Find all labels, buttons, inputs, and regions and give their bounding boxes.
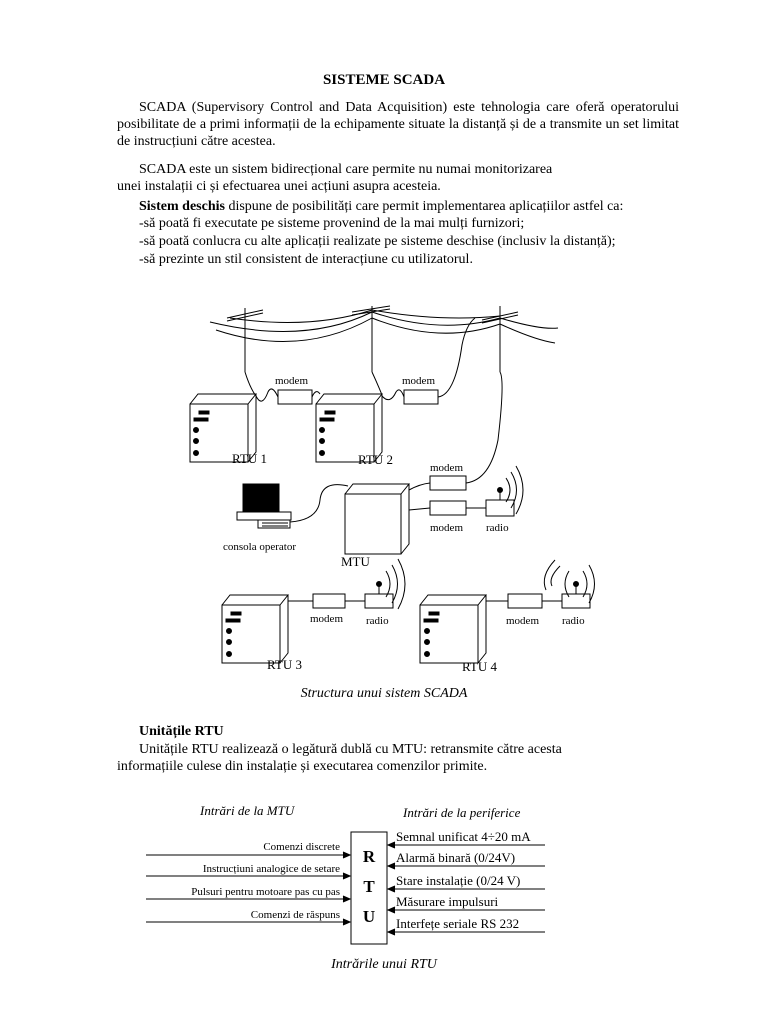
rtu-3-cabinet: [221, 594, 290, 664]
figure-1-caption: Structura unui sistem SCADA: [300, 686, 468, 701]
mtu-modem-label-1: modem: [430, 462, 463, 474]
modem-label-2: modem: [402, 375, 435, 387]
rtu-4-radio-box: [561, 593, 591, 609]
figure-2-caption: Intrările unui RTU: [331, 957, 437, 972]
left-inputs-title: Intrări de la MTU: [199, 803, 296, 818]
right-input-2: Alarmă binară (0/24V): [396, 850, 515, 865]
operator-console-icon: [236, 483, 292, 529]
rtu-2-cabinet: [315, 393, 384, 463]
page-title: SISTEME SCADA: [322, 72, 446, 88]
open-system-line: Sistem deschis dispune de posibilități c…: [139, 198, 623, 215]
mtu-modem-box-1: [429, 475, 467, 491]
intro-paragraph-2: SCADA este un sistem bidirecțional care …: [117, 162, 553, 194]
rtu-section-text: Unitățile RTU realizează o legătură dubl…: [117, 742, 562, 774]
rtu-letter-t: T: [363, 877, 375, 896]
mtu-server: [344, 483, 411, 555]
modem-box-2: [403, 389, 439, 405]
rtu-2-label: RTU 2: [358, 452, 393, 467]
rtu-block: [350, 831, 388, 945]
rtu-3-label: RTU 3: [267, 657, 302, 672]
rtu-3-radio-box: [364, 593, 394, 609]
rtu-letter-u: U: [363, 907, 375, 926]
scada-structure-diagram: modem modem modem modem radio modem radi…: [189, 305, 595, 674]
right-input-3: Stare instalație (0/24 V): [396, 873, 520, 888]
left-input-3: Pulsuri pentru motoare pas cu pas: [191, 886, 340, 898]
rtu-4-modem-box: [507, 593, 543, 609]
bullet-2: -să poată conlucra cu alte aplicații rea…: [139, 234, 616, 249]
rtu-1-cabinet: [189, 393, 258, 463]
mtu-radio-label: radio: [486, 522, 509, 534]
rtu-section-heading: Unitățile RTU: [139, 724, 224, 739]
mtu-radio-box: [485, 499, 515, 517]
rtu-4-modem-label: modem: [506, 615, 539, 627]
rtu-4-label: RTU 4: [462, 659, 497, 674]
rtu-3-modem-label: modem: [310, 613, 343, 625]
intro-paragraph-1: SCADA (Supervisory Control and Data Acqu…: [117, 100, 679, 149]
bullet-1: -să poată fi executate pe sisteme proven…: [139, 216, 525, 231]
modem-label-1: modem: [275, 375, 308, 387]
utility-pole-1: [226, 308, 264, 372]
rtu-3-modem-box: [312, 593, 346, 609]
right-input-5: Interfețe seriale RS 232: [396, 916, 519, 931]
console-label: consola operator: [223, 541, 296, 553]
open-system-text: dispune de posibilități care permit impl…: [224, 199, 624, 214]
right-input-4: Măsurare impulsuri: [396, 894, 499, 909]
left-input-2: Instrucțiuni analogice de setare: [203, 863, 340, 875]
modem-box-1: [277, 389, 313, 405]
rtu-letter-r: R: [363, 847, 376, 866]
open-system-term: Sistem deschis: [139, 199, 225, 214]
right-inputs-title: Intrări de la periferice: [402, 805, 521, 820]
right-input-1: Semnal unificat 4÷20 mA: [396, 829, 531, 844]
mtu-modem-box-2: [429, 500, 467, 516]
left-input-1: Comenzi discrete: [263, 841, 340, 853]
bullet-3: -să prezinte un stil consistent de inter…: [139, 252, 473, 267]
mtu-modem-label-2: modem: [430, 522, 463, 534]
mtu-label: MTU: [341, 554, 371, 569]
utility-pole-3: [481, 306, 519, 372]
rtu-inputs-diagram: R T U Intrări de la MTU Intrări de la pe…: [146, 803, 545, 945]
rtu-1-label: RTU 1: [232, 451, 267, 466]
rtu-3-radio-label: radio: [366, 615, 389, 627]
left-input-4: Comenzi de răspuns: [251, 909, 340, 921]
rtu-4-cabinet: [419, 594, 488, 664]
rtu-4-radio-label: radio: [562, 615, 585, 627]
